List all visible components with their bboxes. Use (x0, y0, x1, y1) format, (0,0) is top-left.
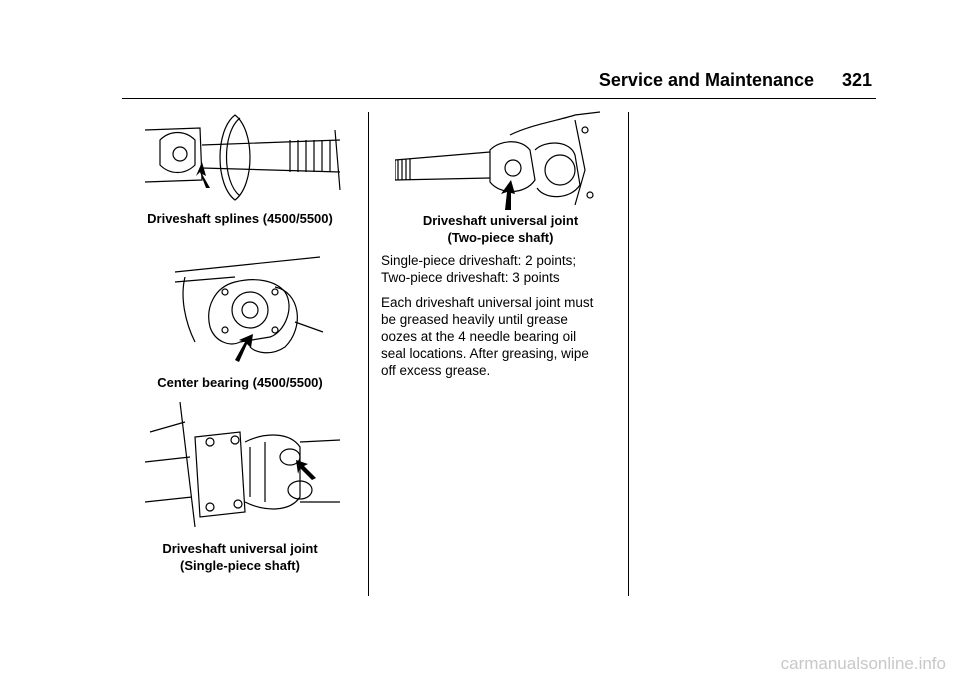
figure-caption-universal-joint-two: Driveshaft universal joint (Two-piece sh… (388, 212, 613, 246)
column-divider-left (368, 112, 369, 596)
header-rule (122, 98, 876, 99)
figure-caption-universal-joint-single: Driveshaft universal joint (Single-piece… (130, 540, 350, 574)
column-divider-right (628, 112, 629, 596)
lube-points-paragraph: Single-piece driveshaft: 2 points; Two-p… (381, 252, 576, 286)
figure-universal-joint-single (140, 402, 345, 532)
universal-joint-two-illustration (395, 111, 601, 210)
body-line: oozes at the 4 needle bearing oil (381, 329, 577, 344)
center-bearing-illustration (175, 256, 324, 362)
body-line: be greased heavily until grease (381, 312, 568, 327)
driveshaft-splines-illustration (144, 114, 341, 201)
greasing-instructions-paragraph: Each driveshaft universal joint must be … (381, 294, 593, 379)
body-line: Single-piece driveshaft: 2 points; (381, 253, 577, 268)
figure-driveshaft-splines (140, 110, 350, 205)
universal-joint-single-illustration (144, 402, 341, 528)
body-line: seal locations. After greasing, wipe (381, 346, 589, 361)
page-number: 321 (841, 70, 872, 90)
body-line: Each driveshaft universal joint must (381, 295, 594, 310)
figure-caption-center-bearing: Center bearing (4500/5500) (157, 375, 323, 390)
caption-line-1: Driveshaft universal joint (162, 541, 318, 556)
caption-line-2: (Two-piece shaft) (447, 230, 554, 245)
section-title: Service and Maintenance (598, 70, 814, 90)
figure-universal-joint-two (395, 110, 605, 210)
caption-line-2: (Single-piece shaft) (180, 558, 300, 573)
figure-caption-splines: Driveshaft splines (4500/5500) (147, 211, 333, 226)
body-line: off excess grease. (381, 363, 491, 378)
body-line: Two-piece driveshaft: 3 points (381, 270, 560, 285)
caption-line-1: Driveshaft universal joint (422, 213, 579, 228)
watermark-text: carmanualsonline.info (780, 654, 946, 673)
figure-center-bearing (175, 252, 325, 362)
